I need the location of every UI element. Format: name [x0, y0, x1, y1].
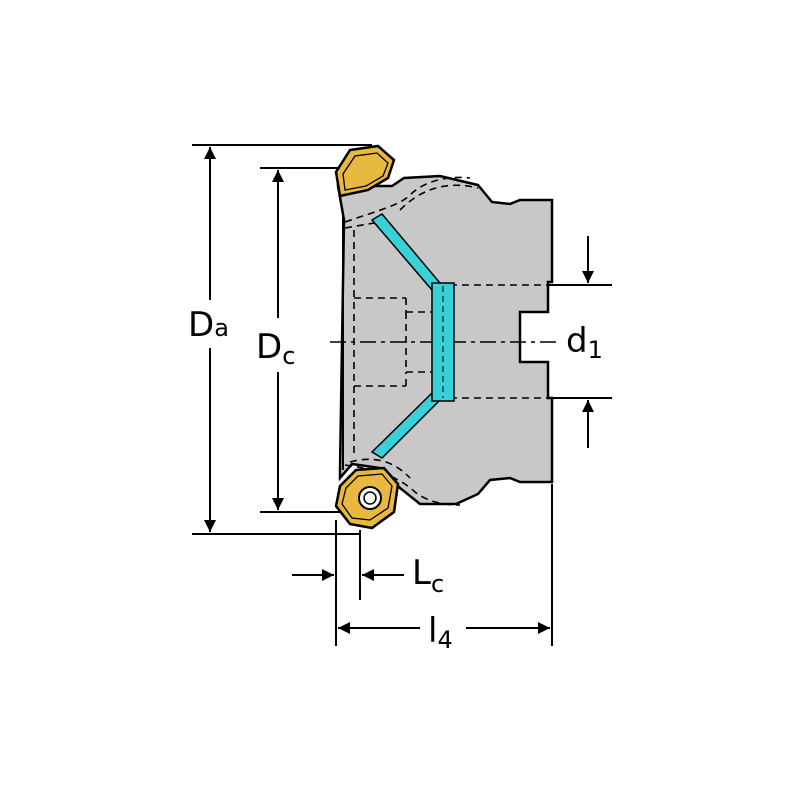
extension-lines [192, 144, 612, 646]
label-dc: Dc [256, 327, 295, 370]
dimension-lines [204, 147, 594, 634]
cutting-insert-bottom [334, 466, 400, 530]
label-d1: d1 [566, 321, 603, 364]
label-da: Da [188, 305, 229, 345]
dimension-labels: Da Dc d1 Lc l4 [188, 305, 603, 654]
cutting-insert-top [334, 144, 396, 198]
label-lc: Lc [412, 553, 444, 598]
label-l4: l4 [428, 611, 453, 654]
coolant-channel [370, 213, 455, 459]
